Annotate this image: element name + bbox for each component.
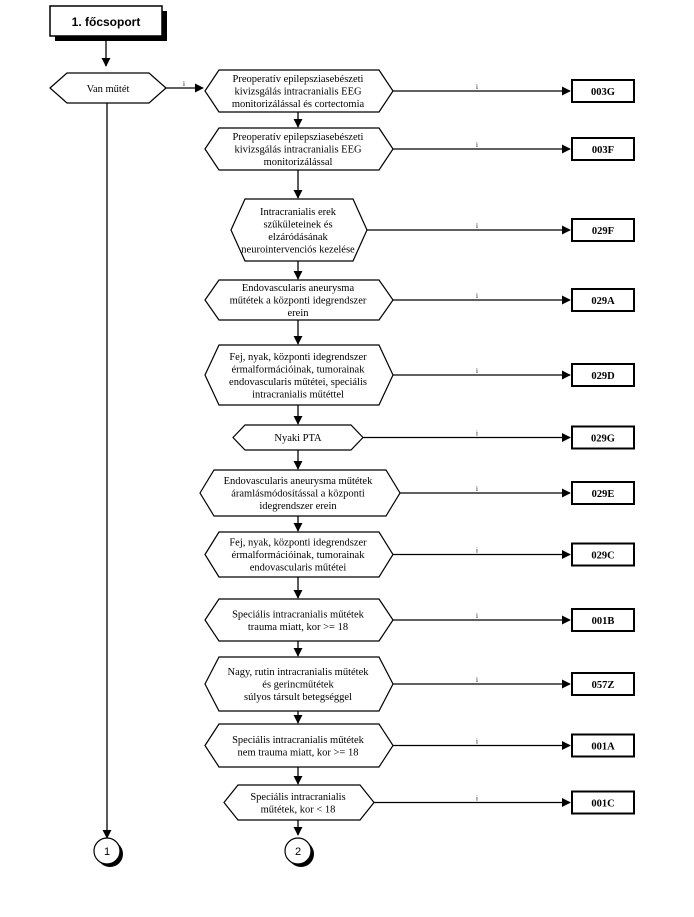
decision-003f-line-3: monitorizálással <box>264 157 333 168</box>
code-text-057z: 057Z <box>592 680 615 691</box>
decision-057z-line-3: súlyos társult betegséggel <box>244 692 352 703</box>
code-box-001c: 001C <box>571 790 635 815</box>
yes-label-029g: i <box>476 430 478 438</box>
code-box-003g: 003G <box>571 79 635 103</box>
code-text-003g: 003G <box>591 87 615 98</box>
yes-label-001c: i <box>476 795 478 803</box>
yes-label-029e: i <box>476 485 478 493</box>
code-text-029d: 029D <box>591 371 615 382</box>
yes-label-001b: i <box>476 612 478 620</box>
code-text-003f: 003F <box>592 145 614 156</box>
code-text-001a: 001A <box>591 742 615 753</box>
decision-003f: Preoperatív epilepsziasebészeti kivizsgál… <box>204 127 394 171</box>
start-yes-label: i <box>183 80 185 88</box>
yes-label-029d: i <box>476 367 478 375</box>
decision-029g: Nyaki PTA <box>232 424 364 451</box>
connector-1: 1 <box>93 837 123 867</box>
code-text-001c: 001C <box>591 799 614 810</box>
code-text-029c: 029C <box>591 551 614 562</box>
code-text-029f: 029F <box>592 226 614 237</box>
yes-label-029f: i <box>476 222 478 230</box>
code-box-029c: 029C <box>571 542 635 567</box>
code-box-001a: 001A <box>571 733 635 758</box>
decision-003g-line-1: Preoperatív epilepsziasebészeti <box>233 74 364 85</box>
decision-029e-line-3: idegrendszer erein <box>259 501 337 512</box>
code-text-029a: 029A <box>591 296 615 307</box>
code-box-029g: 029G <box>571 425 635 450</box>
decision-003g-line-3: monitorizálással és cortectomia <box>232 99 365 110</box>
connector-1-label: 1 <box>104 846 110 858</box>
start-decision-label: Van műtét <box>87 84 130 95</box>
yes-label-029a: i <box>476 292 478 300</box>
decision-029a-line-1: Endovascularis aneurysma <box>242 283 355 294</box>
code-text-029e: 029E <box>592 489 615 500</box>
decision-chain: Preoperatív epilepsziasebészeti kivizsgál… <box>199 69 635 836</box>
code-box-029a: 029A <box>571 288 635 312</box>
decision-029d-line-1: Fej, nyak, központi idegrendszer <box>229 352 367 363</box>
decision-029c-line-3: endovascularis műtétei <box>250 563 347 574</box>
decision-029c-line-2: érmalformációinak, tumorainak <box>232 550 366 561</box>
decision-003g-line-2: kivizsgálás intracranialis EEG <box>234 87 362 98</box>
decision-029f-line-4: neurointervenciós kezelése <box>241 244 355 255</box>
connector-2-label: 2 <box>295 846 301 858</box>
decision-029d-line-3: endovascularis műtétei, speciális <box>229 377 367 388</box>
code-text-029g: 029G <box>591 434 615 445</box>
decision-003g: Preoperatív epilepsziasebészeti kivizsgál… <box>204 69 394 113</box>
yes-label-003f: i <box>476 141 478 149</box>
decision-001b-line-2: trauma miatt, kor >= 18 <box>248 622 348 633</box>
decision-029c-line-1: Fej, nyak, központi idegrendszer <box>229 538 367 549</box>
decision-029a-line-2: műtétek a központi idegrendszer <box>230 296 367 307</box>
decision-057z-line-1: Nagy, rutin intracranialis műtétek <box>227 667 369 678</box>
decision-001b: Speciális intracranialis műtétek trauma m… <box>204 598 394 642</box>
decision-029e: Endovascularis aneurysma műtétek áramlásm… <box>199 469 401 517</box>
decision-029e-line-1: Endovascularis aneurysma műtétek <box>224 476 373 487</box>
yes-label-001a: i <box>476 738 478 746</box>
title-box: 1. főcsoport <box>49 5 167 41</box>
decision-057z: Nagy, rutin intracranialis műtétek és ger… <box>204 656 394 712</box>
decision-001c-line-2: műtétek, kor < 18 <box>261 804 336 815</box>
code-box-001b: 001B <box>571 608 635 632</box>
connector-2: 2 <box>284 837 314 867</box>
decision-001a-line-1: Speciális intracranialis műtétek <box>232 735 365 746</box>
code-box-029e: 029E <box>571 481 635 505</box>
code-box-057z: 057Z <box>571 672 635 696</box>
decision-029d: Fej, nyak, központi idegrendszerérmalfor… <box>204 344 394 406</box>
code-box-029d: 029D <box>571 363 635 387</box>
title-text: 1. főcsoport <box>72 15 141 29</box>
decision-029d-line-4: intracranialis műtéttel <box>252 389 344 400</box>
code-text-001b: 001B <box>592 616 615 627</box>
decision-029a: Endovascularis aneurysma műtétek a közpon… <box>204 279 394 321</box>
yes-label-003g: i <box>476 83 478 91</box>
decision-029a-line-3: erein <box>288 308 310 319</box>
decision-029f-line-2: szűkületeinek és <box>263 219 332 230</box>
decision-029c: Fej, nyak, központi idegrendszerérmalfor… <box>204 531 394 578</box>
decision-003f-line-1: Preoperatív epilepsziasebészeti <box>233 132 364 143</box>
start-decision: Van műtét <box>49 72 167 104</box>
decision-029d-line-2: érmalformációinak, tumorainak <box>232 364 366 375</box>
decision-029g-line-1: Nyaki PTA <box>274 433 322 444</box>
yes-label-057z: i <box>476 676 478 684</box>
decision-057z-line-2: és gerincműtétek <box>262 680 334 691</box>
decision-001a-line-2: nem trauma miatt, kor >= 18 <box>238 747 359 758</box>
decision-029f-line-1: Intracranialis erek <box>260 207 337 218</box>
code-box-029f: 029F <box>571 218 635 242</box>
yes-label-029c: i <box>476 547 478 555</box>
decision-001c-line-1: Speciális intracranialis <box>250 792 345 803</box>
code-box-003f: 003F <box>571 137 635 161</box>
decision-003f-line-2: kivizsgálás intracranialis EEG <box>234 145 362 156</box>
decision-029e-line-2: áramlásmódosítással a központi <box>231 489 365 500</box>
decision-001b-line-1: Speciális intracranialis műtétek <box>232 609 365 620</box>
decision-029f-line-3: elzáródásának <box>268 232 328 243</box>
